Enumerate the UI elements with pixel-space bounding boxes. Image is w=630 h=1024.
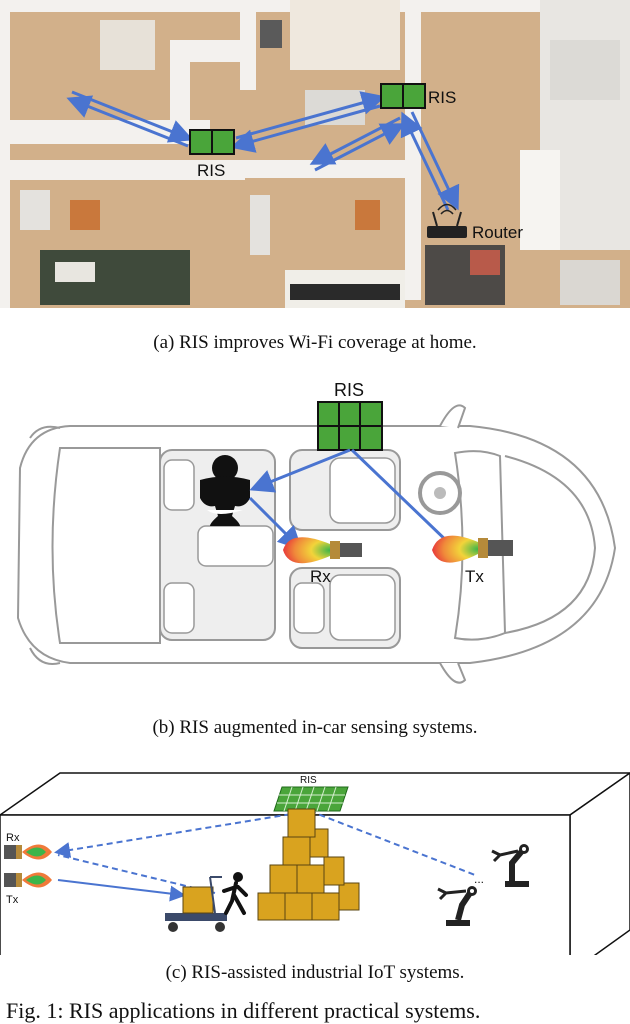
panel-a-home-illustration: RIS RIS Router: [0, 0, 630, 308]
router-label: Router: [472, 223, 523, 242]
robot-arm-icon: [491, 844, 529, 887]
link-tx-cart: [57, 879, 186, 902]
ellipsis-c: ...: [474, 872, 484, 886]
ris-label-c: RIS: [300, 775, 317, 786]
cart-icon: [165, 876, 227, 932]
ris-grid-c: [273, 786, 349, 812]
arrow-b-2: [350, 448, 454, 548]
child-icon: [200, 455, 250, 526]
arrow-a-6: [314, 123, 406, 172]
tx-sensor-icon: [432, 535, 513, 563]
arrow-a-3: [235, 91, 386, 140]
tx-label-c: Tx: [6, 894, 19, 906]
arrow-a-2: [66, 95, 189, 148]
robot-arm-icon-2: [437, 886, 477, 926]
panel-b-car-illustration: RIS Rx Tx: [16, 380, 617, 684]
link-cart-rx: [57, 854, 216, 894]
arrow-a-4: [230, 104, 381, 153]
caption-a: (a) RIS improves Wi-Fi coverage at home.: [153, 332, 477, 353]
ris-label-b: RIS: [334, 380, 364, 400]
arrow-b-3: [248, 496, 303, 551]
link-ris-rx: [54, 810, 311, 858]
rx-sensor-c: [4, 844, 52, 860]
router-icon: [427, 203, 467, 238]
rx-label-c: Rx: [6, 832, 20, 844]
ris-panel-left: [189, 129, 235, 155]
worker-icon: [222, 872, 248, 915]
tx-sensor-c: [4, 872, 52, 888]
caption-b: (b) RIS augmented in-car sensing systems…: [152, 717, 478, 738]
rx-label-b: Rx: [310, 567, 331, 586]
figure-caption-partial: Fig. 1: RIS applications in different pr…: [6, 998, 481, 1023]
ris-panel-right: [380, 83, 426, 109]
ris-label-left: RIS: [197, 161, 225, 180]
tx-label-b: Tx: [465, 567, 484, 586]
panel-c-industrial-illustration: RIS Rx Tx: [0, 772, 630, 955]
ris-label-right: RIS: [428, 88, 456, 107]
caption-c: (c) RIS-assisted industrial IoT systems.: [165, 962, 465, 983]
box-stack: [257, 808, 360, 921]
ris-grid-b: [317, 401, 383, 451]
arrow-a-8: [400, 111, 450, 211]
rx-sensor-icon: [283, 537, 362, 564]
arrow-b-1: [249, 448, 351, 493]
